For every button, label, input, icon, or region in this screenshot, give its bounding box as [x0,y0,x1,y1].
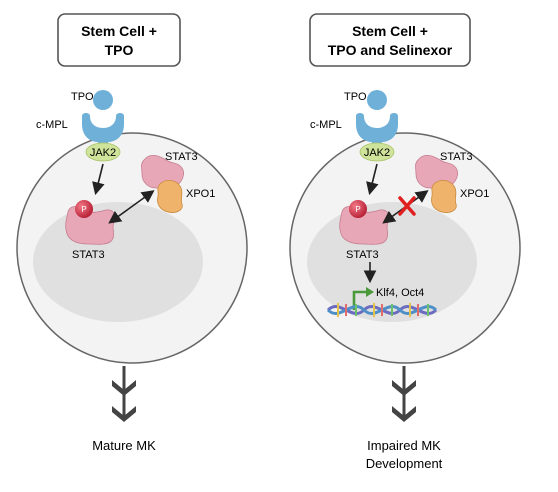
right-phospho-group [349,200,367,218]
right-jak2 [359,142,395,162]
right-cmpl-receptor [356,113,398,150]
right-phospho-label: P [355,205,360,214]
left-chevron-2 [112,406,136,422]
left-xpo1 [157,180,183,213]
right-promoter-arrow [352,290,368,310]
right-header-box [309,13,471,67]
left-phospho-group [75,200,93,218]
left-cmpl-receptor [82,113,124,150]
right-xpo1-label: XPO1 [460,188,489,200]
left-phospho-label: P [81,205,86,214]
right-cmpl-label: c-MPL [310,119,342,131]
left-header-line2: TPO [105,42,134,58]
left-xpo1-label: XPO1 [186,188,215,200]
right-block-x [398,196,416,216]
left-cmpl-label: c-MPL [36,119,68,131]
right-xpo1 [431,180,457,213]
left-nucleus [33,202,203,322]
left-panel: Stem Cell + TPO TPO c-MPL JAK2 P STAT3 S… [16,13,248,453]
left-header-box [57,13,181,67]
left-header-line1: Stem Cell + [81,23,157,39]
right-header-line1: Stem Cell + [352,23,428,39]
left-tpo-ligand [93,90,113,110]
left-shuttle-arrow [108,190,155,224]
right-jak2-label: JAK2 [364,147,390,159]
right-promoter-arrowhead [366,287,374,297]
left-activation-arrow [92,163,105,196]
right-gene-label: Klf4, Oct4 [376,287,424,299]
right-stat3-cyto-label: STAT3 [440,151,473,163]
right-header-line2: TPO and Selinexor [328,42,453,58]
right-chevron-2 [392,406,416,422]
right-dna-helix [326,303,438,317]
left-stat3-nucleus-label: STAT3 [72,249,105,261]
right-outcome-line2: Development [366,456,443,471]
right-activation-arrow [366,163,379,196]
left-jak2 [85,142,121,162]
left-tpo-label: TPO [71,91,94,103]
right-panel: Stem Cell + TPO and Selinexor TPO c-MPL … [289,13,521,471]
left-stat3-cyto-label: STAT3 [165,151,198,163]
left-jak2-label: JAK2 [90,147,116,159]
right-stat3-nucleus-label: STAT3 [346,249,379,261]
left-outcome-label: Mature MK [92,438,156,453]
right-outcome-line1: Impaired MK [367,438,441,453]
right-tpo-label: TPO [344,91,367,103]
right-tpo-ligand [367,90,387,110]
left-chevron-1 [112,380,136,396]
right-chevron-1 [392,380,416,396]
